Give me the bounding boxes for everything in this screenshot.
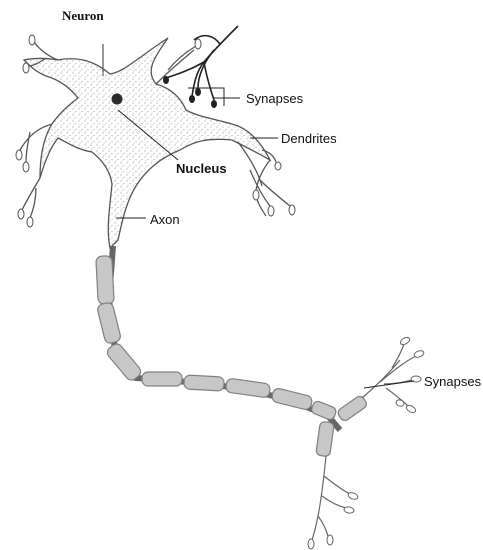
synapse-knobs-lower [308,491,359,549]
label-axon: Axon [150,212,180,227]
label-synapses-bottom: Synapses [424,374,481,389]
diagram-title: Neuron [62,8,104,24]
label-dendrites: Dendrites [281,131,337,146]
label-nucleus: Nucleus [176,161,227,176]
label-synapses-top: Synapses [246,91,303,106]
nucleus [112,94,123,105]
cell-body [24,38,270,248]
axon-terminals-right [362,344,416,406]
myelin-sheath [96,256,369,457]
dendrite-top [156,46,196,84]
axon-terminals-lower [312,456,350,540]
synapse-knobs-right [395,336,425,414]
incoming-axon-terminals [166,26,238,100]
